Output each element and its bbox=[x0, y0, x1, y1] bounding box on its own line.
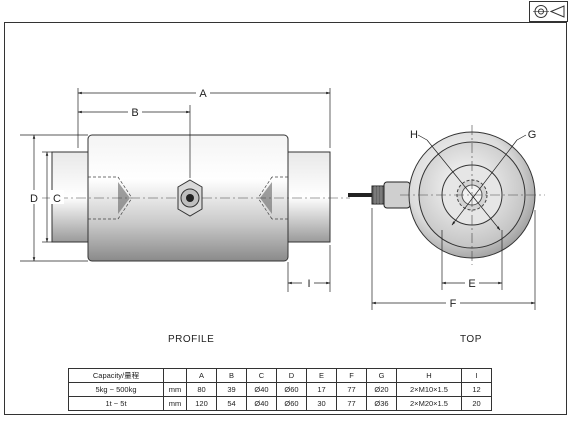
table-header-row: Capacity/量程 A B C D E F G H I bbox=[68, 368, 492, 383]
dimension-label-h: H bbox=[410, 129, 418, 141]
table-cell: 1t ~ 5t bbox=[68, 396, 164, 411]
cable-gland bbox=[371, 181, 411, 209]
table-cell: 17 bbox=[306, 382, 337, 397]
table-cell: mm bbox=[163, 396, 187, 411]
table-cell: 39 bbox=[216, 382, 247, 397]
table-cell: E bbox=[306, 368, 337, 383]
dimension-label-i: I bbox=[307, 278, 310, 290]
profile-view-label: PROFILE bbox=[168, 334, 215, 345]
table-cell: I bbox=[461, 368, 492, 383]
top-view-label: TOP bbox=[460, 334, 482, 345]
dimension-label-e: E bbox=[468, 278, 475, 290]
table-cell: B bbox=[216, 368, 247, 383]
first-angle-projection-icon bbox=[529, 1, 568, 22]
dimension-label-c: C bbox=[53, 193, 61, 205]
cable-connector-nut bbox=[177, 179, 203, 217]
table-cell: F bbox=[336, 368, 367, 383]
dimension-label-d: D bbox=[30, 193, 38, 205]
drawing-frame bbox=[4, 22, 567, 415]
table-cell: Ø60 bbox=[276, 382, 307, 397]
table-cell: mm bbox=[163, 382, 187, 397]
table-cell: 120 bbox=[186, 396, 217, 411]
table-cell: D bbox=[276, 368, 307, 383]
table-row: 1t ~ 5t mm 120 54 Ø40 Ø60 30 77 Ø36 2×M2… bbox=[68, 396, 492, 411]
table-cell: Ø40 bbox=[246, 382, 277, 397]
table-cell: 5kg ~ 500kg bbox=[68, 382, 164, 397]
dimension-label-a: A bbox=[199, 88, 207, 100]
profile-view: A B D C I bbox=[20, 86, 350, 292]
dimension-label-b: B bbox=[131, 107, 138, 119]
table-cell: G bbox=[366, 368, 397, 383]
specification-table: Capacity/量程 A B C D E F G H I 5kg ~ 500k… bbox=[68, 368, 492, 411]
table-cell: Ø20 bbox=[366, 382, 397, 397]
table-cell: 77 bbox=[336, 396, 367, 411]
table-row: 5kg ~ 500kg mm 80 39 Ø40 Ø60 17 77 Ø20 2… bbox=[68, 382, 492, 397]
table-cell: C bbox=[246, 368, 277, 383]
dimension-label-g: G bbox=[528, 129, 537, 141]
table-cell bbox=[163, 368, 187, 383]
table-cell: H bbox=[396, 368, 462, 383]
table-cell: 2×M10×1.5 bbox=[396, 382, 462, 397]
table-cell: 30 bbox=[306, 396, 337, 411]
table-cell: Capacity/量程 bbox=[68, 368, 164, 383]
table-cell: 54 bbox=[216, 396, 247, 411]
top-view: H G E F bbox=[348, 125, 545, 310]
table-cell: 12 bbox=[461, 382, 492, 397]
table-cell: 80 bbox=[186, 382, 217, 397]
table-cell: Ø60 bbox=[276, 396, 307, 411]
table-cell: A bbox=[186, 368, 217, 383]
table-cell: 77 bbox=[336, 382, 367, 397]
right-thread-stud bbox=[287, 151, 331, 243]
table-cell: 20 bbox=[461, 396, 492, 411]
table-cell: Ø36 bbox=[366, 396, 397, 411]
table-cell: Ø40 bbox=[246, 396, 277, 411]
dimension-label-f: F bbox=[450, 298, 457, 310]
table-cell: 2×M20×1.5 bbox=[396, 396, 462, 411]
